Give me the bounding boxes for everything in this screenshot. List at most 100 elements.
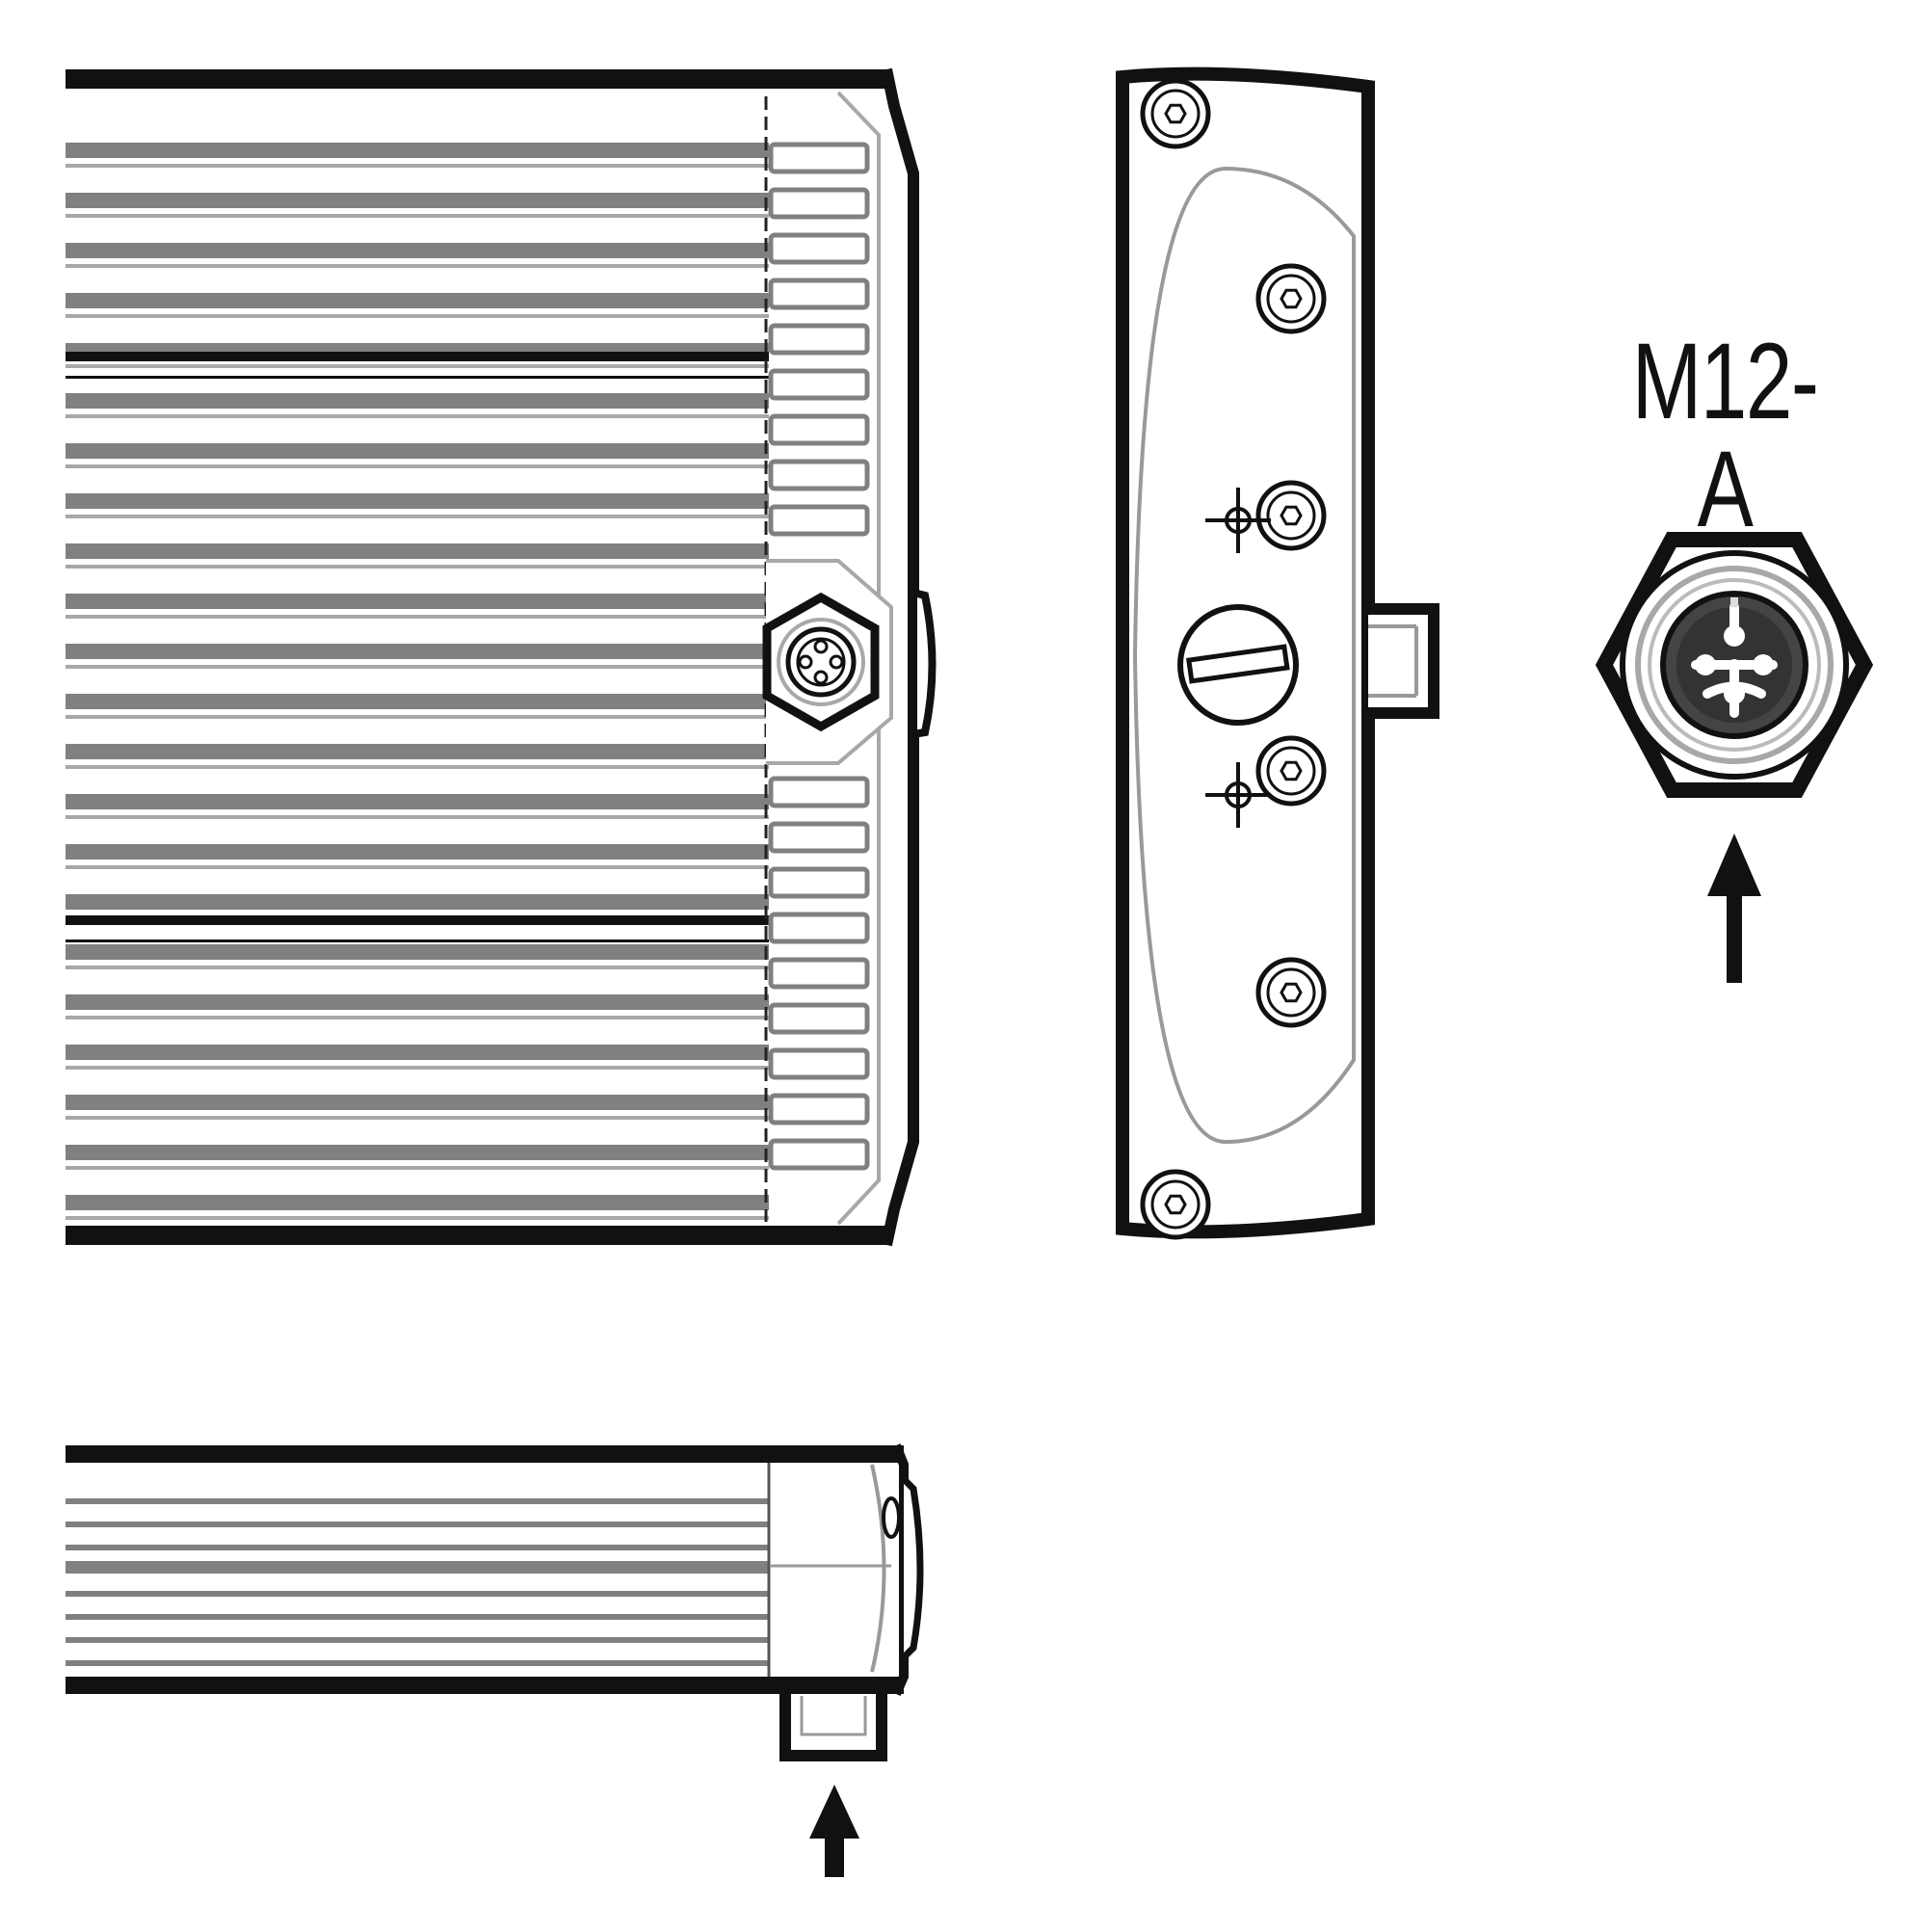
side-view-gasket: [1132, 166, 1356, 1145]
fin: [66, 744, 769, 759]
end-cap-slot: [768, 776, 870, 808]
fin-line: [66, 1066, 769, 1070]
fin: [66, 1045, 769, 1060]
fin: [66, 193, 769, 208]
fin-line: [66, 364, 769, 368]
fin: [66, 1660, 769, 1666]
end-cap-slot: [768, 1138, 870, 1171]
fin: [66, 1614, 769, 1620]
fin: [66, 393, 769, 409]
fin: [66, 143, 769, 158]
fin: [66, 1145, 769, 1160]
end-cap-slot: [768, 821, 870, 854]
bottom-housing-top-edge: [66, 1445, 904, 1463]
fin-line: [66, 815, 769, 819]
fin: [66, 543, 769, 559]
fin-line: [66, 515, 769, 518]
screw-icon: [1255, 735, 1327, 807]
end-cap-slot: [768, 278, 870, 310]
connector-thread-ring: [1635, 566, 1834, 764]
fin: [66, 1498, 769, 1504]
mounting-screws: [1140, 78, 1327, 1240]
end-cap-slot: [768, 866, 870, 899]
end-cap-slot: [768, 912, 870, 944]
fin: [66, 644, 769, 659]
fin: [66, 243, 769, 258]
fin-accent: [66, 940, 769, 942]
fin: [66, 1591, 769, 1597]
fin-line: [66, 1116, 769, 1120]
end-cap-slot: [768, 187, 870, 220]
end-cap-slot: [768, 459, 870, 491]
fin-line: [66, 565, 769, 569]
housing-bottom-edge: [66, 1226, 889, 1245]
end-cap-slot: [768, 1093, 870, 1125]
fin: [66, 1568, 769, 1574]
fin-line: [66, 464, 769, 468]
end-cap-slot: [768, 504, 870, 537]
fin: [66, 894, 769, 910]
connector-label: M12-A: [1631, 321, 1819, 549]
end-cap-slot: [768, 957, 870, 990]
fin: [66, 794, 769, 809]
end-cap-slot: [768, 368, 870, 401]
end-cap-slot: [768, 1047, 870, 1080]
fin-line: [66, 214, 769, 218]
fin-line: [66, 1166, 769, 1170]
fin-line: [66, 715, 769, 719]
fin-accent: [66, 352, 769, 361]
screw-icon: [1255, 263, 1327, 334]
fin: [66, 694, 769, 709]
crosshair-icon: [1205, 762, 1271, 828]
fin-line: [66, 1016, 769, 1019]
cooling-fins-front: [66, 143, 769, 1220]
end-cap-slot: [768, 232, 870, 265]
fin: [66, 1545, 769, 1550]
fin: [66, 994, 769, 1010]
fin: [66, 1095, 769, 1110]
screw-icon: [1255, 957, 1327, 1028]
fin-line: [66, 865, 769, 869]
fin: [66, 443, 769, 459]
m12-connector-icon: [762, 559, 893, 765]
end-cap-slot: [768, 413, 870, 446]
fin: [66, 293, 769, 308]
fin: [66, 493, 769, 509]
end-cap-slot: [768, 142, 870, 174]
bottom-side-bump: [901, 1476, 924, 1660]
bottom-plug: [779, 1694, 887, 1761]
crosshair-icon: [1205, 488, 1271, 553]
fin-line: [66, 264, 769, 268]
housing-top-edge: [66, 69, 889, 89]
arrow-up-icon: [1707, 834, 1761, 983]
fin-line: [66, 765, 769, 769]
fin-line: [66, 966, 769, 969]
fin-accent: [66, 376, 769, 379]
fin-line: [66, 314, 769, 318]
fin: [66, 944, 769, 960]
slot-screw-icon: [1177, 604, 1299, 726]
crosshair-markers: [1205, 488, 1271, 828]
fin-line: [66, 615, 769, 619]
fin-line: [66, 164, 769, 168]
screw-icon: [1140, 1169, 1211, 1240]
m12-a-connector-detail: [1595, 532, 1874, 983]
bottom-housing-bottom-edge: [66, 1677, 904, 1694]
fin: [66, 1522, 769, 1527]
fin: [66, 1195, 769, 1210]
cooling-fins-bottom: [66, 1498, 769, 1666]
fin: [66, 844, 769, 860]
end-cap-slot: [768, 323, 870, 356]
screw-icon: [1255, 480, 1327, 551]
fin: [66, 1637, 769, 1643]
fin-accent: [66, 915, 769, 925]
screw-icon: [1140, 78, 1211, 149]
end-cap-slots: [768, 142, 870, 1171]
fin: [66, 594, 769, 609]
side-view-housing: [1116, 66, 1439, 1240]
side-connector-bump: [910, 587, 937, 739]
bottom-view-housing: [66, 1443, 924, 1877]
arrow-up-icon: [809, 1785, 859, 1877]
